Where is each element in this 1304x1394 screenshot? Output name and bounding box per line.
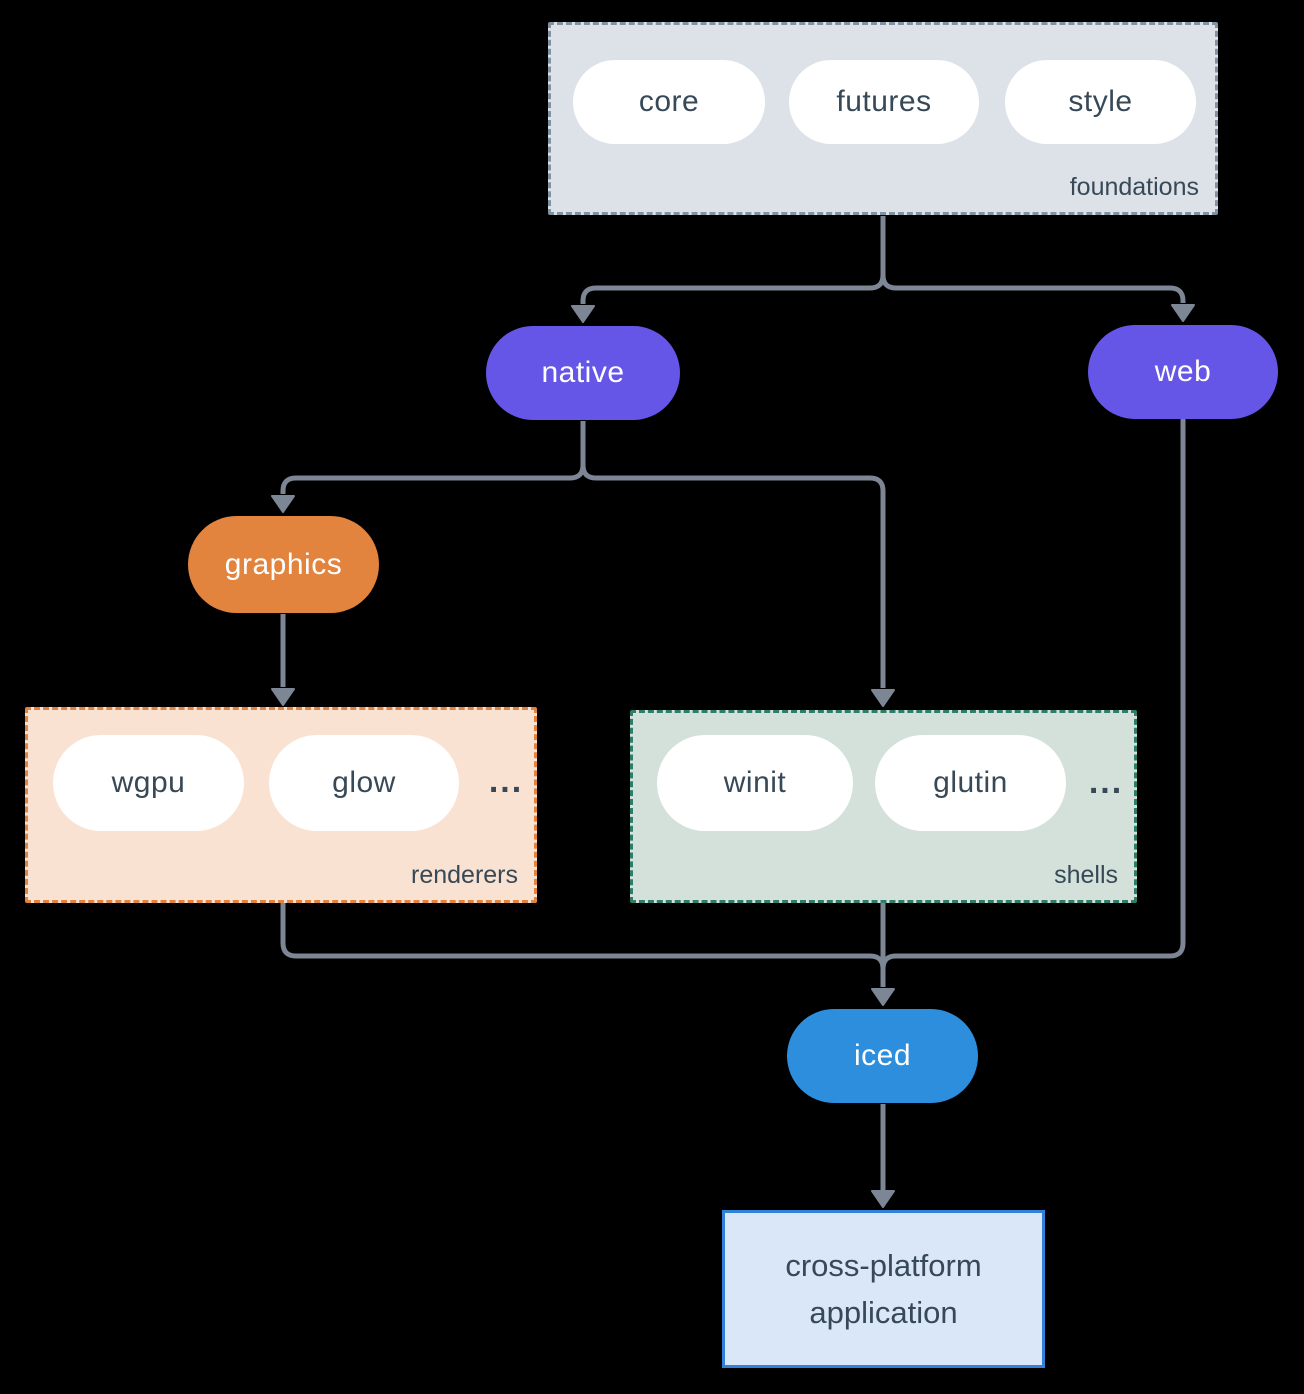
node-glow-label: glow xyxy=(332,766,396,799)
node-iced: iced xyxy=(787,1009,978,1103)
node-graphics: graphics xyxy=(188,516,379,613)
node-wgpu-label: wgpu xyxy=(111,766,186,799)
node-winit: winit xyxy=(657,735,853,831)
node-style-label: style xyxy=(1068,85,1133,118)
node-core-label: core xyxy=(638,85,700,118)
shells-ellipsis: ... xyxy=(1088,763,1124,801)
node-native-label: native xyxy=(541,356,625,389)
application-label-line1: cross-platform xyxy=(785,1248,982,1283)
node-winit-label: winit xyxy=(723,766,787,799)
node-iced-label: iced xyxy=(853,1039,912,1072)
node-glutin-label: glutin xyxy=(933,766,1008,799)
arrowhead-native-icon xyxy=(571,305,595,323)
cross-platform-application-box: cross-platform application xyxy=(722,1210,1045,1368)
edge-foundations-to-native xyxy=(580,216,886,304)
node-web-label: web xyxy=(1154,355,1212,388)
renderers-group-label: renderers xyxy=(411,861,518,889)
arrowhead-renderers-icon xyxy=(271,688,295,706)
renderers-ellipsis: ... xyxy=(488,762,524,800)
arrowhead-web-icon xyxy=(1171,304,1195,322)
edge-native-to-graphics xyxy=(280,421,586,494)
node-wgpu: wgpu xyxy=(53,735,244,831)
edge-renderers-to-iced xyxy=(280,903,886,987)
shells-group: winit glutin ... shells xyxy=(630,710,1137,903)
arrowhead-iced-icon xyxy=(871,988,895,1006)
node-web: web xyxy=(1088,325,1278,419)
edge-foundations-to-web xyxy=(880,216,1186,303)
foundations-group-label: foundations xyxy=(1069,173,1199,201)
application-label-line2: application xyxy=(809,1295,958,1330)
arrowhead-shells-icon xyxy=(871,689,895,707)
renderers-group: wgpu glow ... renderers xyxy=(25,707,537,903)
node-futures: futures xyxy=(789,60,979,144)
node-style: style xyxy=(1005,60,1196,144)
foundations-group: core futures style foundations xyxy=(548,22,1218,215)
node-native: native xyxy=(486,326,680,420)
node-graphics-label: graphics xyxy=(224,547,343,581)
arrowhead-application-icon xyxy=(871,1190,895,1208)
edge-native-to-shells xyxy=(580,421,886,688)
node-glow: glow xyxy=(269,735,459,831)
arrowhead-graphics-icon xyxy=(271,495,295,513)
node-glutin: glutin xyxy=(875,735,1066,831)
node-core: core xyxy=(573,60,765,144)
shells-group-label: shells xyxy=(1054,861,1118,889)
node-futures-label: futures xyxy=(836,85,932,118)
